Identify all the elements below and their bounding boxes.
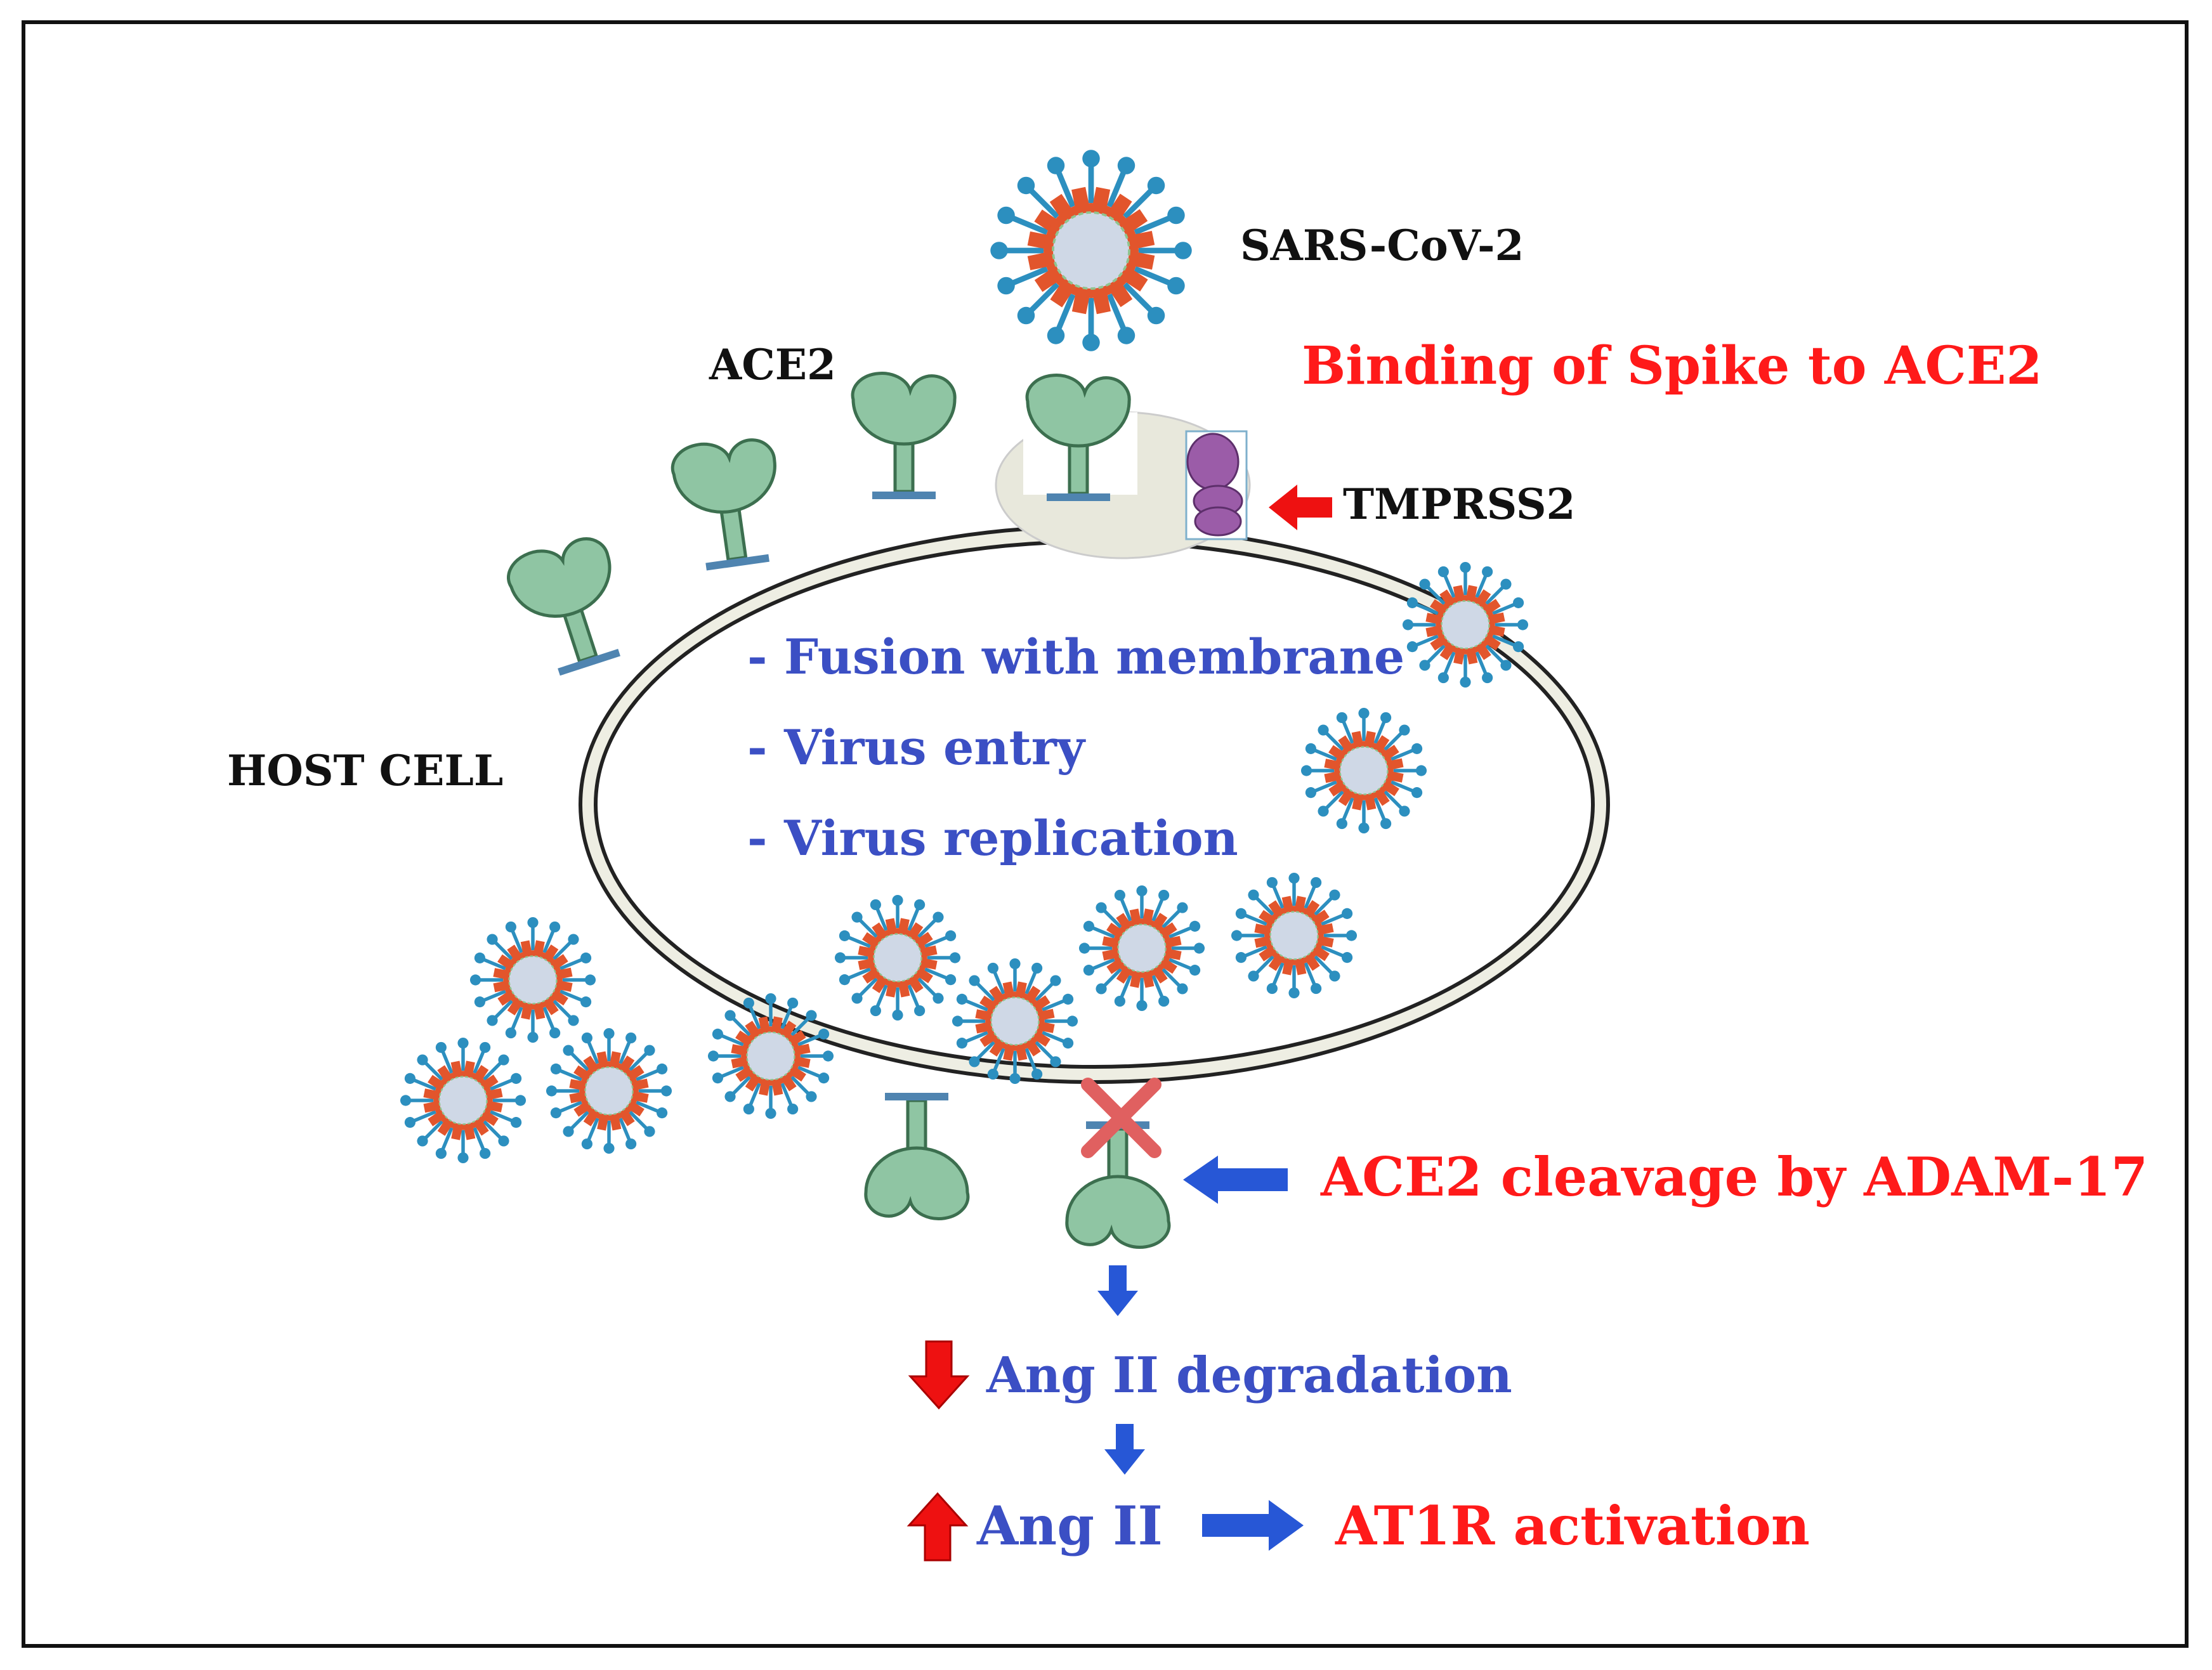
down-arrow-2 <box>1104 1424 1145 1475</box>
virus-particle-icon <box>835 895 960 1021</box>
ace2-label: ACE2 <box>709 340 836 389</box>
down-arrow-1 <box>1097 1265 1138 1316</box>
virus-label: SARS-CoV-2 <box>1240 221 1524 270</box>
tmprss2-label: TMPRSS2 <box>1343 479 1575 529</box>
cleavage-pointer-arrow <box>1183 1156 1288 1204</box>
virus-particle-icon <box>952 958 1078 1084</box>
step-replication: - Virus replication <box>747 810 1238 866</box>
host-cell-label: HOST CELL <box>227 746 503 795</box>
tmprss2-pointer-arrow <box>1269 485 1332 530</box>
step-entry: - Virus entry <box>747 719 1086 776</box>
decrease-arrow-icon <box>908 1340 970 1410</box>
virus-particle-icon <box>546 1028 672 1154</box>
binding-label: Binding of Spike to ACE2 <box>1302 336 2042 396</box>
angii-degradation-label: Ang II degradation <box>986 1347 1512 1404</box>
virus-particle-icon <box>1079 885 1205 1011</box>
step-fusion: - Fusion with membrane <box>747 629 1404 685</box>
virus-particle-icon <box>400 1038 526 1163</box>
virus-particle-icon <box>1403 562 1528 688</box>
virus-particle-icon <box>708 993 834 1119</box>
angii-label: Ang II <box>976 1494 1163 1557</box>
cleavage-x-icon <box>1081 1078 1162 1158</box>
tmprss2-protease-icon <box>1185 430 1248 540</box>
at1r-arrow <box>1202 1500 1304 1551</box>
virus-particle-icon <box>1301 708 1427 833</box>
at1r-label: AT1R activation <box>1335 1494 1810 1557</box>
increase-arrow-icon <box>906 1492 969 1562</box>
cleavage-label: ACE2 cleavage by ADAM-17 <box>1320 1145 2148 1208</box>
virus-particle-icon <box>470 917 596 1043</box>
virus-particle-icon <box>1231 873 1357 998</box>
virus-particle-icon <box>990 150 1192 351</box>
